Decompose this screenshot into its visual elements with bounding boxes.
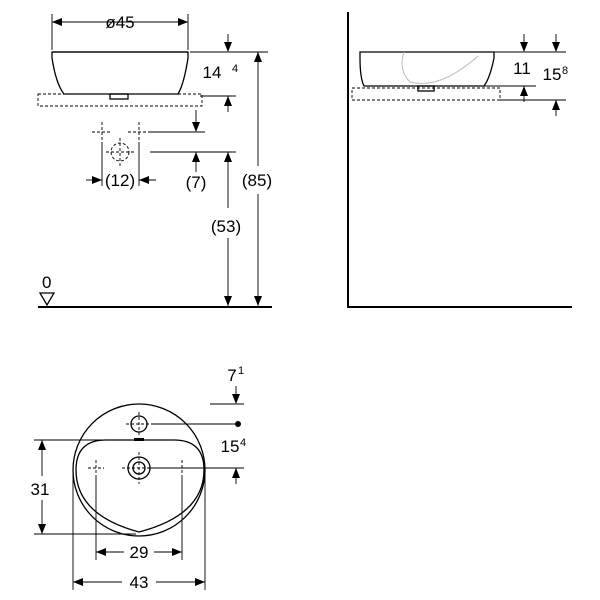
dim-mount-height-label: (53) xyxy=(211,217,241,236)
dim-inner-depth-label: 11 xyxy=(513,59,531,78)
front-view: 11 15 8 xyxy=(347,12,572,308)
countertop xyxy=(37,93,203,107)
floor-marker xyxy=(38,292,56,307)
dim-hole-distance-label: 15 xyxy=(221,437,240,456)
dim-total-height-label: (85) xyxy=(242,171,272,190)
basin-inner-shade xyxy=(401,51,479,84)
front-countertop xyxy=(351,87,501,101)
dim-width-label: 43 xyxy=(130,573,149,592)
dim-diameter-label: ø45 xyxy=(105,13,134,32)
dim-hole-span-label: 29 xyxy=(130,543,149,562)
basin-front-outline xyxy=(359,51,495,87)
top-view: 7 1 15 4 31 29 43 xyxy=(31,365,247,592)
side-view: ø45 14 4 (12) xyxy=(37,13,272,308)
dim-outer-depth-label: 15 xyxy=(543,65,562,84)
floor-label: 0 xyxy=(42,273,51,292)
dim-hole-distance-sup: 4 xyxy=(240,437,246,449)
dim-outer-depth-sup: 8 xyxy=(562,65,568,77)
tap-hole-markers xyxy=(92,122,150,166)
drain-outlet xyxy=(109,93,129,100)
basin-bowl-outline xyxy=(75,439,205,533)
dim-height-label: 14 xyxy=(203,63,222,82)
tap-offset-dot xyxy=(235,421,241,427)
dim-height-sup: 4 xyxy=(232,63,238,75)
front-drain xyxy=(417,85,435,92)
dim-tap-height-label: (7) xyxy=(186,173,207,192)
dim-depth-label: 31 xyxy=(31,480,50,499)
basin-side-outline xyxy=(51,51,189,95)
dim-tap-offset-sup: 1 xyxy=(238,365,244,377)
dim-tap-offset-label: 7 xyxy=(227,366,236,385)
dim-tap-distance-label: (12) xyxy=(105,171,135,190)
